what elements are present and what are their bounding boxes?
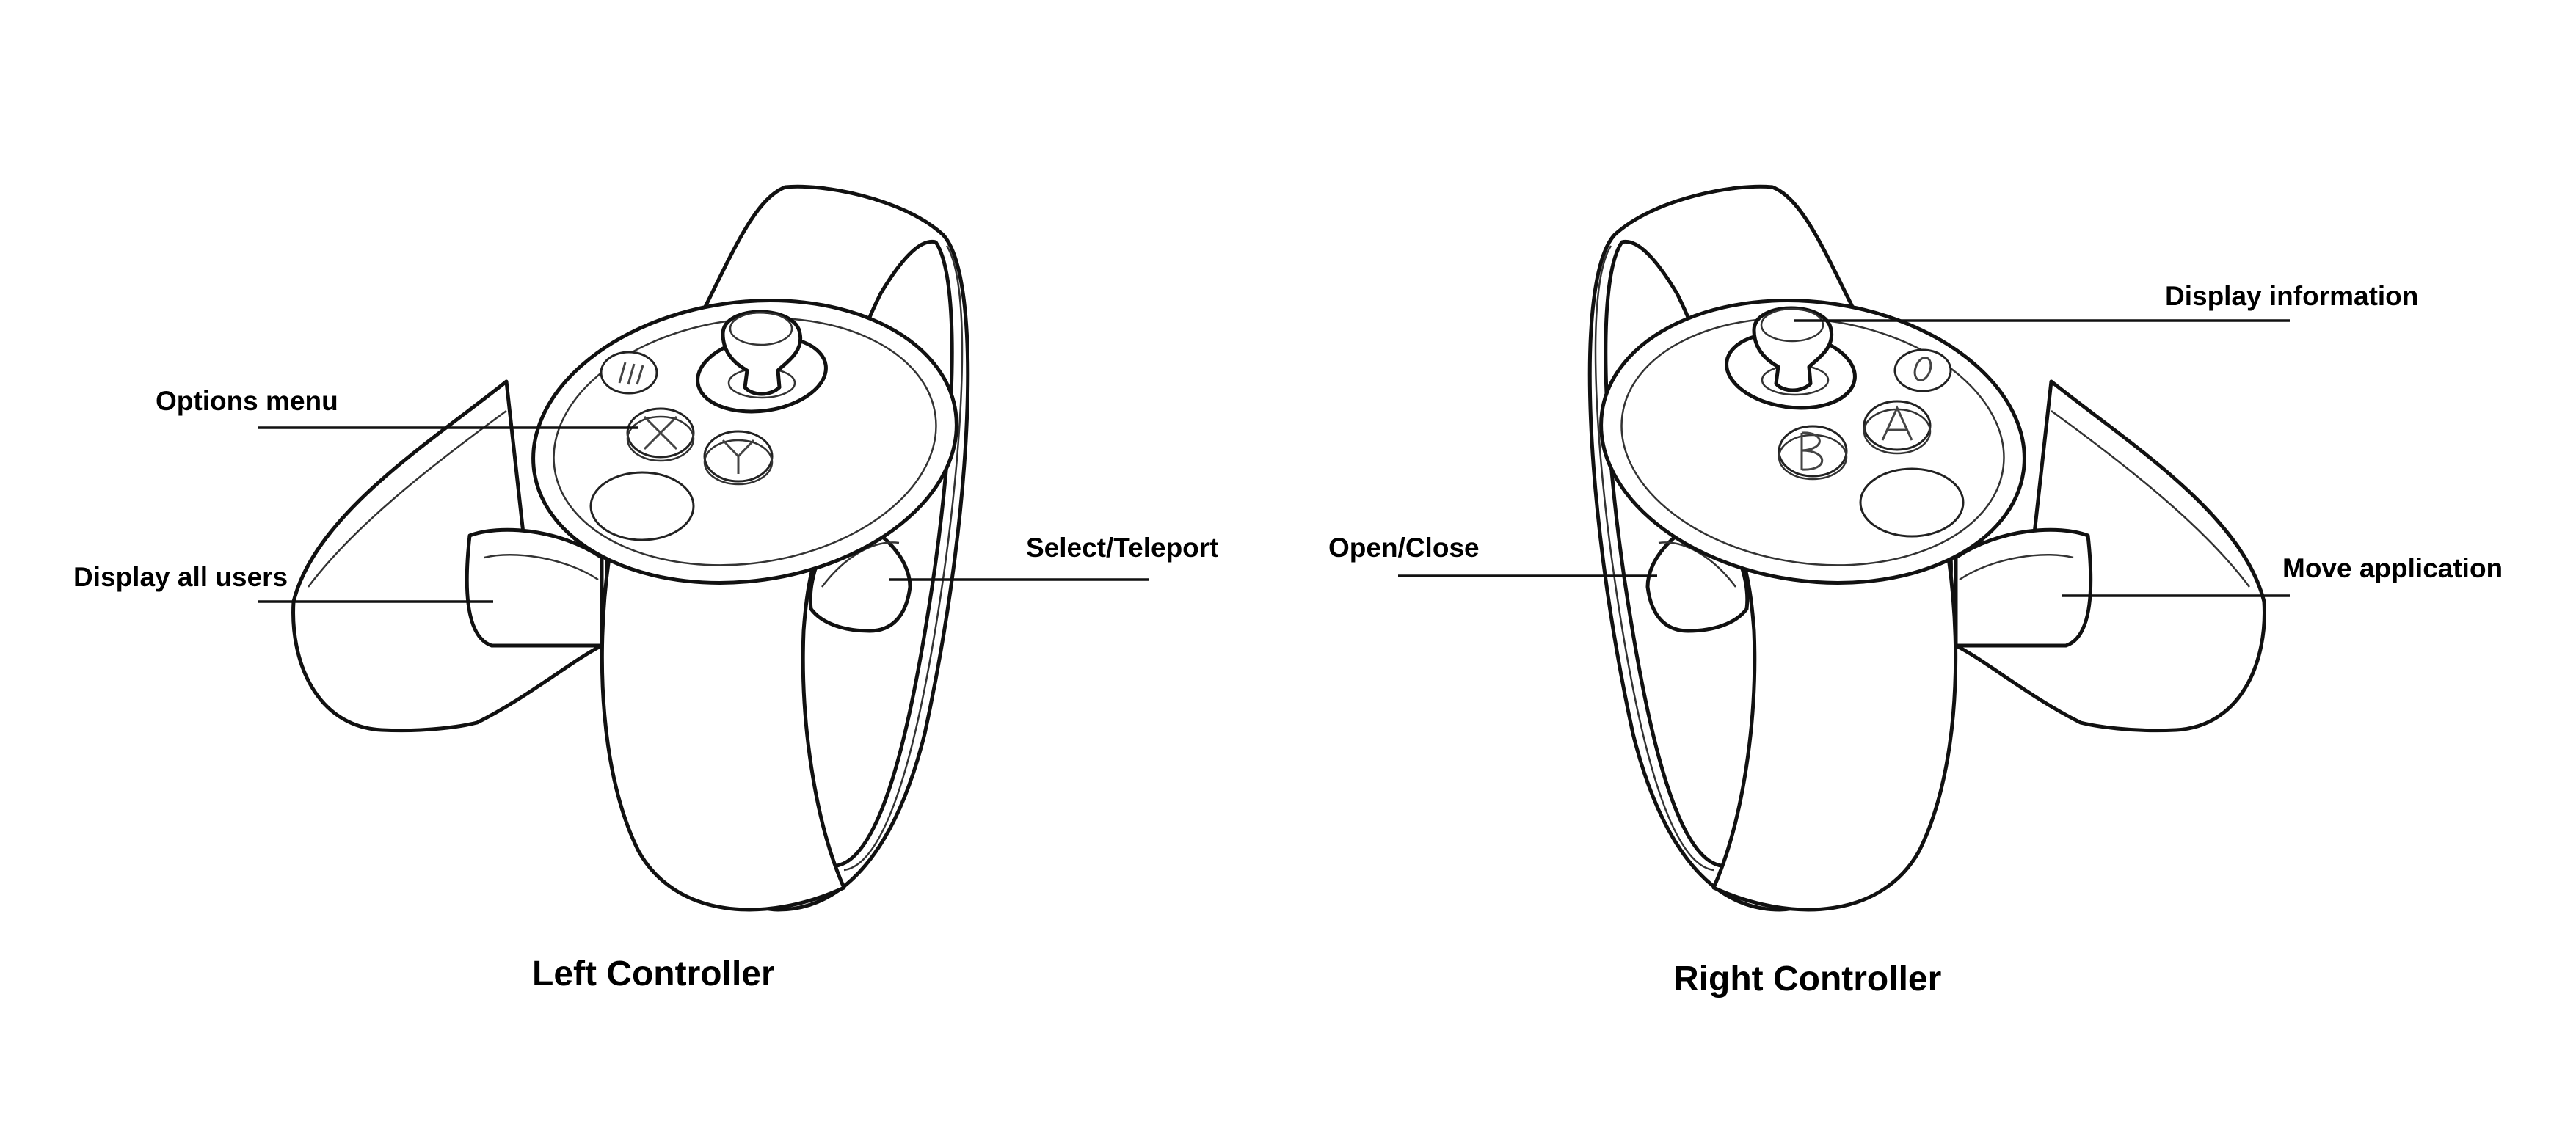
- left-menu-button: [600, 351, 658, 395]
- right-controller: [1587, 184, 2266, 912]
- right-oculus-button: [1893, 348, 1952, 392]
- right-controller-caption: Right Controller: [1673, 960, 1942, 998]
- right-a-button: [1863, 400, 1932, 451]
- open-close-label: Open/Close: [1328, 533, 1480, 563]
- move-application-label: Move application: [2282, 553, 2503, 583]
- left-controller: [291, 184, 970, 912]
- right-handle: [1711, 541, 1958, 912]
- select-teleport-label: Select/Teleport: [1026, 533, 1219, 563]
- display-information-label: Display information: [2165, 281, 2419, 311]
- left-handle: [600, 541, 846, 912]
- left-controller-caption: Left Controller: [532, 954, 775, 993]
- right-thumb-rest: [1859, 467, 1965, 538]
- left-thumb-rest: [589, 471, 695, 541]
- options-menu-label: Options menu: [156, 386, 338, 416]
- display-all-users-label: Display all users: [73, 562, 288, 592]
